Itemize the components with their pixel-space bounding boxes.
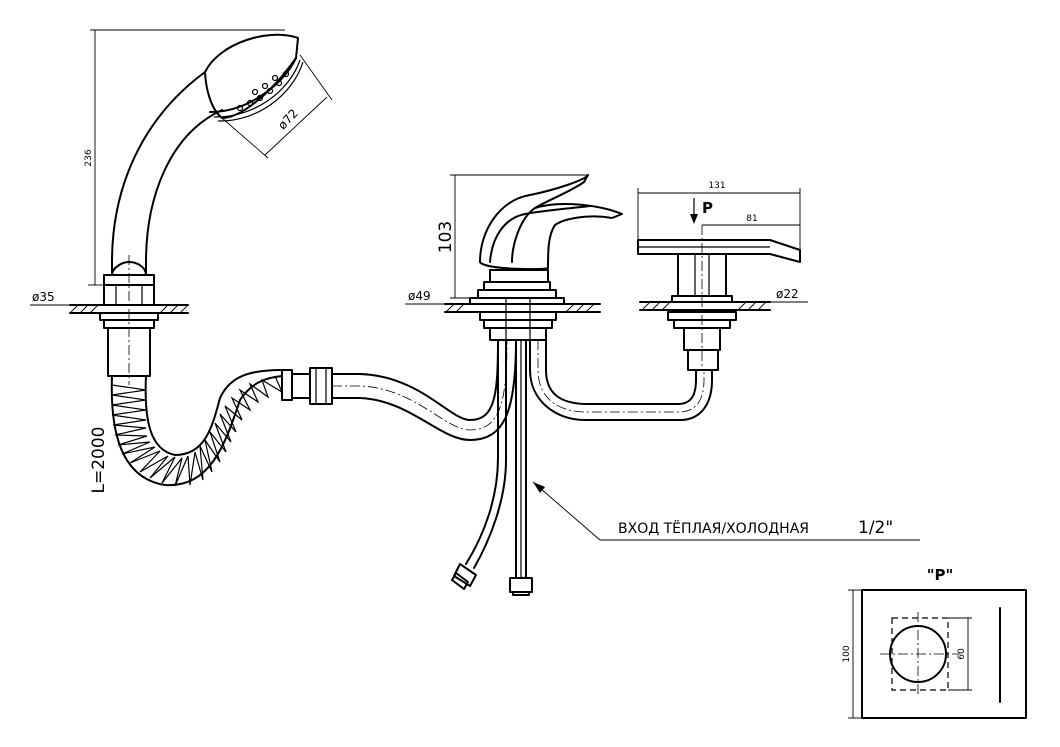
section-mark: P [702,199,713,217]
spout [637,225,801,371]
dim-mixer-height: 103 [436,221,456,253]
hand-shower [99,33,304,385]
inlet-leader: ВХОД ТЁПЛАЯ/ХОЛОДНАЯ 1/2" [532,481,920,541]
dim-spout-offset: 81 [746,214,757,224]
dim-section-width: 100 [842,645,852,662]
dim-section-inner: 60 [957,648,967,660]
deck-right [639,301,771,311]
section-view-title: "P" [927,566,954,584]
hose-coil [111,375,284,487]
inlet-size: 1/2" [858,518,893,538]
shower-nozzles [236,70,290,112]
inlet-note: ВХОД ТЁПЛАЯ/ХОЛОДНАЯ [618,519,809,537]
dim-mixer-base-diameter: ø49 [408,289,431,303]
dim-shower-height: 236 [84,149,94,166]
dim-shower-base-diameter: ø35 [32,290,55,304]
dim-spout-base-diameter: ø22 [776,287,799,301]
deck-center [444,303,601,313]
deck-left [69,304,189,314]
mixer-dimensions: 103 ø49 [405,174,588,305]
section-view-p: "P" 100 60 [842,566,1027,719]
flex-hose [110,339,517,487]
dim-hose-length: L=2000 [89,427,109,494]
pipe-to-spout [529,339,713,421]
dim-shower-head-diameter: ø72 [275,106,301,132]
spout-dimensions: 131 81 P ø22 [637,181,808,303]
supply-lines [451,339,533,596]
dim-spout-length: 131 [708,181,725,191]
mixer-body [469,174,623,341]
